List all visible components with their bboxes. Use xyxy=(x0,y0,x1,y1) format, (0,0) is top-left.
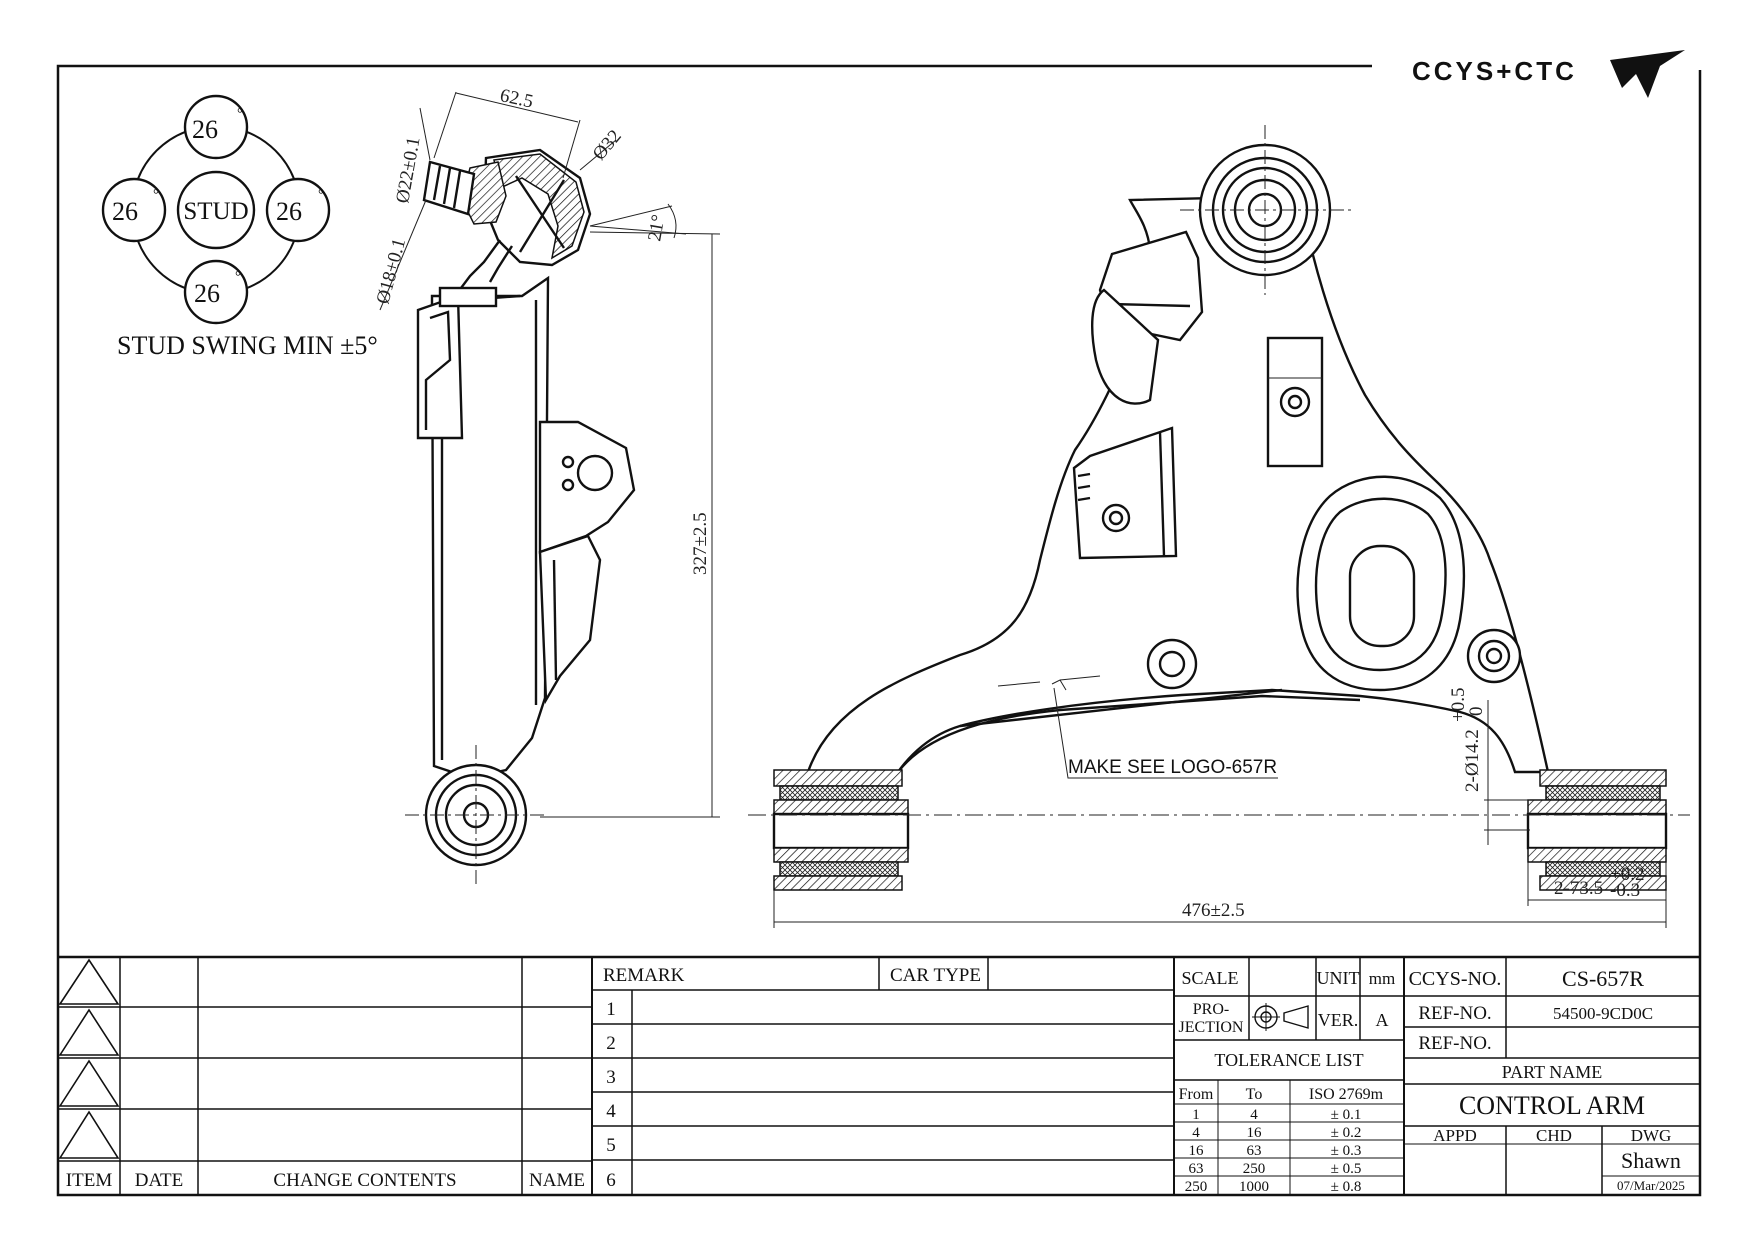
tolerance-to: 1000 xyxy=(1239,1179,1269,1195)
tolerance-from: 250 xyxy=(1185,1179,1208,1195)
side-view: 62.5 Ø32 Ø22±0.1 Ø18±0.1 21° 327±2.5 xyxy=(373,85,721,885)
revision-table: ITEM DATE CHANGE CONTENTS NAME xyxy=(58,957,592,1195)
brand-wing-icon xyxy=(1610,50,1685,98)
tolerance-to: 4 xyxy=(1250,1107,1258,1123)
stud-circle-top xyxy=(183,94,249,160)
stud-circle-bottom xyxy=(183,259,249,325)
title-block: ITEM DATE CHANGE CONTENTS NAME REMARK CA… xyxy=(58,955,1700,1195)
ver-value: A xyxy=(1376,1010,1389,1030)
dim-dia-22: Ø22±0.1 xyxy=(392,135,424,205)
ref-no-label: REF-NO. xyxy=(1418,1003,1491,1024)
car-type-label: CAR TYPE xyxy=(890,965,981,986)
ccys-no-value: CS-657R xyxy=(1562,966,1644,991)
remark-row-number: 4 xyxy=(606,1101,616,1122)
remark-table: REMARK CAR TYPE 1 2 3 4 5 6 xyxy=(592,957,1174,1195)
stud-circle-right xyxy=(265,177,331,243)
dim-overall-length: 476±2.5 xyxy=(1182,900,1245,921)
dim-bush-tol-upper: +0.2 xyxy=(1610,864,1644,885)
remark-row-number: 6 xyxy=(606,1170,616,1191)
projection-label-2: JECTION xyxy=(1179,1019,1244,1036)
left-bushing xyxy=(772,769,910,891)
tolerance-value: ± 0.1 xyxy=(1331,1107,1362,1123)
stud-right-value: 26 xyxy=(276,197,302,226)
tolerance-from: 1 xyxy=(1192,1107,1200,1123)
part-name-label: PART NAME xyxy=(1502,1062,1602,1082)
stud-swing-diagram: 26 ° 26 ° 26 ° 26 ° STUD STUD SWING MIN … xyxy=(101,94,378,360)
remark-row-number: 3 xyxy=(606,1067,616,1088)
stud-circle-center xyxy=(176,170,256,250)
tolerance-header-standard: ISO 2769m xyxy=(1309,1086,1384,1103)
revision-triangle-icon xyxy=(58,1008,120,1056)
chd-label: CHD xyxy=(1536,1126,1572,1145)
brand-logo-text: CCYS+CTC xyxy=(1412,56,1577,86)
revision-triangle-icon xyxy=(58,1059,120,1107)
unit-label: UNIT xyxy=(1317,968,1360,988)
tolerance-from: 63 xyxy=(1189,1161,1204,1177)
remark-label: REMARK xyxy=(603,965,685,986)
tolerance-value: ± 0.2 xyxy=(1331,1125,1362,1141)
dim-hole-tol-upper: +0.5 xyxy=(1448,688,1469,722)
dim-bush-tol-lower: -0.3 xyxy=(1610,880,1640,901)
dim-bush-width: 2-73.5 xyxy=(1554,878,1603,899)
degree-mark: ° xyxy=(318,187,324,203)
dwg-date: 07/Mar/2025 xyxy=(1617,1178,1685,1193)
header-item: ITEM xyxy=(66,1170,113,1191)
front-view: MAKE SEE LOGO-657R 476±2.5 2-Ø14.2 +0.5 … xyxy=(748,125,1690,928)
stud-left-value: 26 xyxy=(112,197,138,226)
appd-label: APPD xyxy=(1433,1126,1476,1145)
header-date: DATE xyxy=(135,1170,184,1191)
remark-row-number: 5 xyxy=(606,1135,616,1156)
projection-symbol-icon xyxy=(1252,1003,1309,1031)
brand-logo: CCYS+CTC xyxy=(1412,50,1685,98)
tolerance-value: ± 0.5 xyxy=(1331,1161,1362,1177)
ref-no-value: 54500-9CD0C xyxy=(1553,1004,1653,1023)
revision-triangle-icon xyxy=(58,1110,120,1159)
degree-mark: ° xyxy=(153,187,159,203)
part-info-block: CCYS-NO. CS-657R REF-NO. 54500-9CD0C REF… xyxy=(1404,957,1700,1195)
unit-value: mm xyxy=(1369,969,1395,988)
dim-height-327: 327±2.5 xyxy=(690,512,711,575)
degree-mark: ° xyxy=(235,269,241,285)
tolerance-to: 16 xyxy=(1247,1125,1263,1141)
stud-swing-note: STUD SWING MIN ±5° xyxy=(117,331,378,360)
scale-tolerance-block: SCALE UNIT mm PRO- JECTION VER. A TOLERA… xyxy=(1174,957,1404,1195)
dim-hole-dia: 2-Ø14.2 xyxy=(1462,729,1483,792)
tolerance-title: TOLERANCE LIST xyxy=(1214,1050,1363,1070)
tolerance-header-to: To xyxy=(1246,1086,1263,1103)
tolerance-value: ± 0.3 xyxy=(1331,1143,1362,1159)
ver-label: VER. xyxy=(1318,1010,1359,1030)
projection-label-1: PRO- xyxy=(1193,1001,1229,1018)
ref-no-label-2: REF-NO. xyxy=(1418,1033,1491,1054)
stud-bottom-value: 26 xyxy=(194,279,220,308)
dim-angle-21: 21° xyxy=(644,213,669,243)
part-name-value: CONTROL ARM xyxy=(1459,1091,1645,1120)
dim-dia-18: Ø18±0.1 xyxy=(373,236,411,306)
sheet-border xyxy=(56,64,1702,1197)
revision-triangle-icon xyxy=(58,958,120,1005)
tolerance-to: 250 xyxy=(1243,1161,1266,1177)
ccys-no-label: CCYS-NO. xyxy=(1409,968,1502,990)
header-name: NAME xyxy=(529,1170,585,1191)
dim-hole-tol-lower: 0 xyxy=(1466,707,1487,717)
header-change-contents: CHANGE CONTENTS xyxy=(273,1170,456,1191)
stud-circle-left xyxy=(101,177,167,243)
remark-row-number: 2 xyxy=(606,1033,616,1054)
tolerance-to: 63 xyxy=(1247,1143,1262,1159)
tolerance-from: 4 xyxy=(1192,1125,1200,1141)
dwg-name: Shawn xyxy=(1621,1148,1681,1173)
right-bushing xyxy=(1526,769,1668,891)
tolerance-value: ± 0.8 xyxy=(1331,1179,1362,1195)
remark-row-number: 1 xyxy=(606,999,616,1020)
logo-note: MAKE SEE LOGO-657R xyxy=(1068,757,1277,778)
dwg-label: DWG xyxy=(1631,1126,1672,1145)
stud-top-value: 26 xyxy=(192,115,218,144)
tolerance-from: 16 xyxy=(1189,1143,1205,1159)
dim-length-62-5: 62.5 xyxy=(498,85,535,112)
tolerance-header-from: From xyxy=(1179,1086,1214,1103)
degree-mark: ° xyxy=(237,106,243,122)
stud-center-label: STUD xyxy=(183,198,248,225)
scale-label: SCALE xyxy=(1181,968,1238,988)
